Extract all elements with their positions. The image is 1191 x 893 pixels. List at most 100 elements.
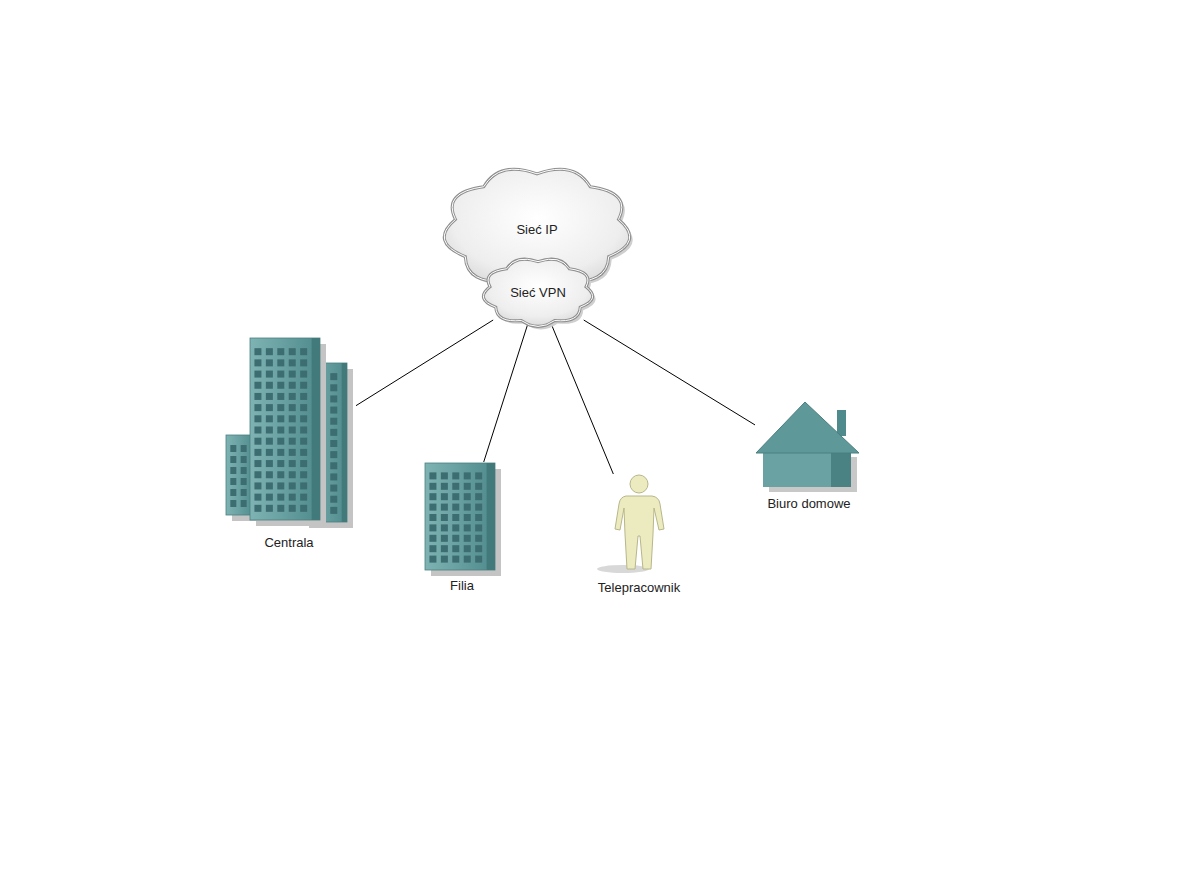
window [441, 493, 448, 500]
window [452, 493, 459, 500]
window [429, 493, 436, 500]
window [330, 395, 337, 402]
window [300, 460, 307, 467]
shadow [597, 565, 649, 573]
window [254, 505, 261, 512]
person-head [630, 475, 648, 493]
window [464, 504, 471, 511]
window [230, 467, 236, 474]
window [230, 489, 236, 496]
window [254, 438, 261, 445]
window [277, 371, 284, 378]
building-face [250, 338, 320, 520]
window [277, 393, 284, 400]
window [266, 371, 273, 378]
window [429, 524, 436, 531]
site-label: Centrala [222, 535, 356, 550]
window [300, 449, 307, 456]
window [452, 472, 459, 479]
building-face [425, 463, 495, 570]
window [277, 348, 284, 355]
window [475, 483, 482, 490]
chimney [837, 410, 846, 436]
window [441, 556, 448, 563]
window [300, 415, 307, 422]
window [330, 496, 337, 503]
link-line [356, 320, 493, 406]
window [266, 427, 273, 434]
window [254, 359, 261, 366]
window [300, 482, 307, 489]
window [330, 373, 337, 380]
window [289, 393, 296, 400]
window [441, 472, 448, 479]
window [266, 505, 273, 512]
window [441, 504, 448, 511]
window [330, 462, 337, 469]
window [254, 393, 261, 400]
window [330, 407, 337, 414]
site-label: Filia [422, 578, 502, 593]
window [241, 467, 247, 474]
window [266, 393, 273, 400]
window [452, 483, 459, 490]
window [277, 382, 284, 389]
window [254, 348, 261, 355]
window [300, 404, 307, 411]
link-line [584, 320, 755, 425]
site-icon: Telepracownik [593, 474, 685, 598]
window [289, 348, 296, 355]
window [441, 535, 448, 542]
window [277, 415, 284, 422]
window [230, 478, 236, 485]
shape-outline [222, 335, 356, 535]
window [289, 404, 296, 411]
window [330, 485, 337, 492]
window [475, 514, 482, 521]
cloud-label: Sieć IP [516, 222, 557, 237]
window [475, 535, 482, 542]
window [452, 514, 459, 521]
window [300, 371, 307, 378]
window [300, 438, 307, 445]
window [330, 384, 337, 391]
window [475, 472, 482, 479]
window [254, 415, 261, 422]
shape-outline [422, 462, 502, 578]
window [289, 471, 296, 478]
window [241, 500, 247, 507]
window [277, 494, 284, 501]
window [277, 449, 284, 456]
window [300, 348, 307, 355]
network-cloud: Sieć VPN [475, 250, 601, 334]
window [452, 556, 459, 563]
window [289, 460, 296, 467]
window [300, 505, 307, 512]
window [266, 471, 273, 478]
window [464, 493, 471, 500]
window [464, 514, 471, 521]
window [254, 471, 261, 478]
window [289, 449, 296, 456]
window [254, 427, 261, 434]
window [254, 494, 261, 501]
window [289, 415, 296, 422]
window [289, 371, 296, 378]
window [441, 524, 448, 531]
window [330, 473, 337, 480]
window [441, 514, 448, 521]
window [464, 524, 471, 531]
window [254, 460, 261, 467]
shape-outline [593, 474, 685, 580]
site-icon: Filia [422, 462, 502, 598]
window [289, 482, 296, 489]
window [266, 438, 273, 445]
window [277, 359, 284, 366]
window [266, 460, 273, 467]
window [452, 545, 459, 552]
cloud-label: Sieć VPN [510, 285, 566, 300]
window [266, 494, 273, 501]
window [300, 471, 307, 478]
link-line [484, 320, 529, 462]
